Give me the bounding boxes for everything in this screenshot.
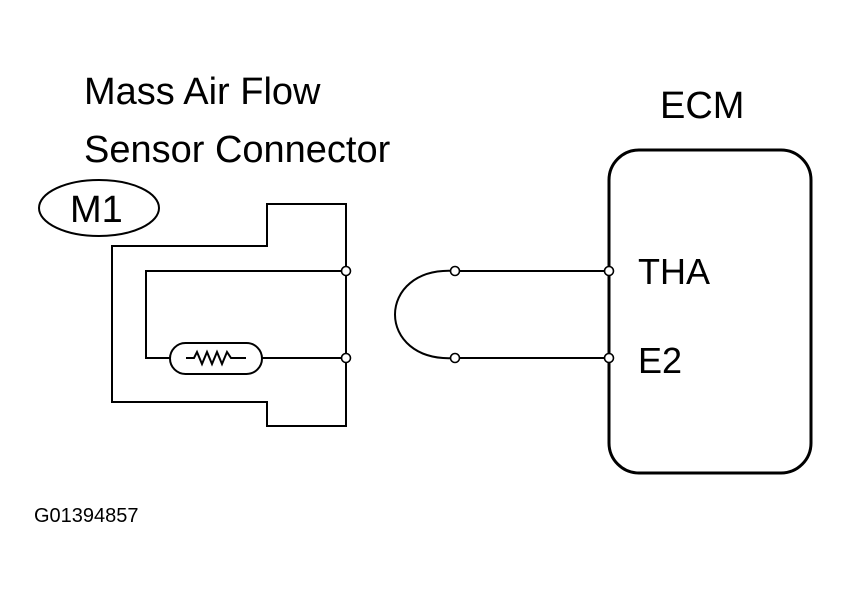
resistor-icon — [186, 349, 246, 367]
ecm-pin-tha-label: THA — [638, 251, 710, 292]
ecm-terminal-tha — [603, 265, 615, 277]
sensor-connector-housing — [111, 203, 347, 427]
jumper-wire-loop — [394, 269, 456, 360]
ecm-terminal-e2 — [603, 352, 615, 364]
sensor-terminal-upper — [340, 265, 352, 277]
ecm-label: ECM — [660, 85, 744, 127]
connector-id-ellipse — [38, 179, 160, 237]
ecm-box — [607, 148, 813, 475]
sensor-title-line1: Mass Air Flow — [84, 71, 321, 113]
sensor-internal-wire-top — [145, 270, 346, 359]
figure-id: G01394857 — [34, 505, 139, 527]
jumper-terminal-lower — [449, 352, 461, 364]
jumper-terminal-upper — [449, 265, 461, 277]
connector-id-label: M1 — [70, 189, 123, 231]
sensor-title-line2: Sensor Connector — [84, 129, 391, 171]
sensor-terminal-lower — [340, 352, 352, 364]
thermistor-capsule — [169, 342, 263, 375]
ecm-pin-e2-label: E2 — [638, 340, 682, 381]
